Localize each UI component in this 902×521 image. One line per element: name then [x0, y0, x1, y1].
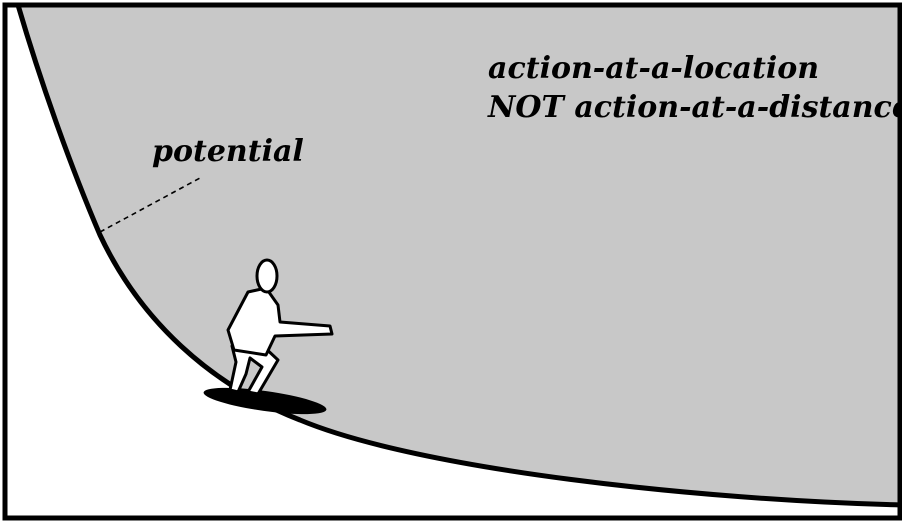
potential-label: potential: [152, 134, 304, 169]
not-action-at-a-distance-label: NOT action-at-a-distance: [487, 90, 902, 125]
surfer-head: [257, 260, 277, 292]
action-at-a-location-label: action-at-a-location: [488, 51, 819, 86]
